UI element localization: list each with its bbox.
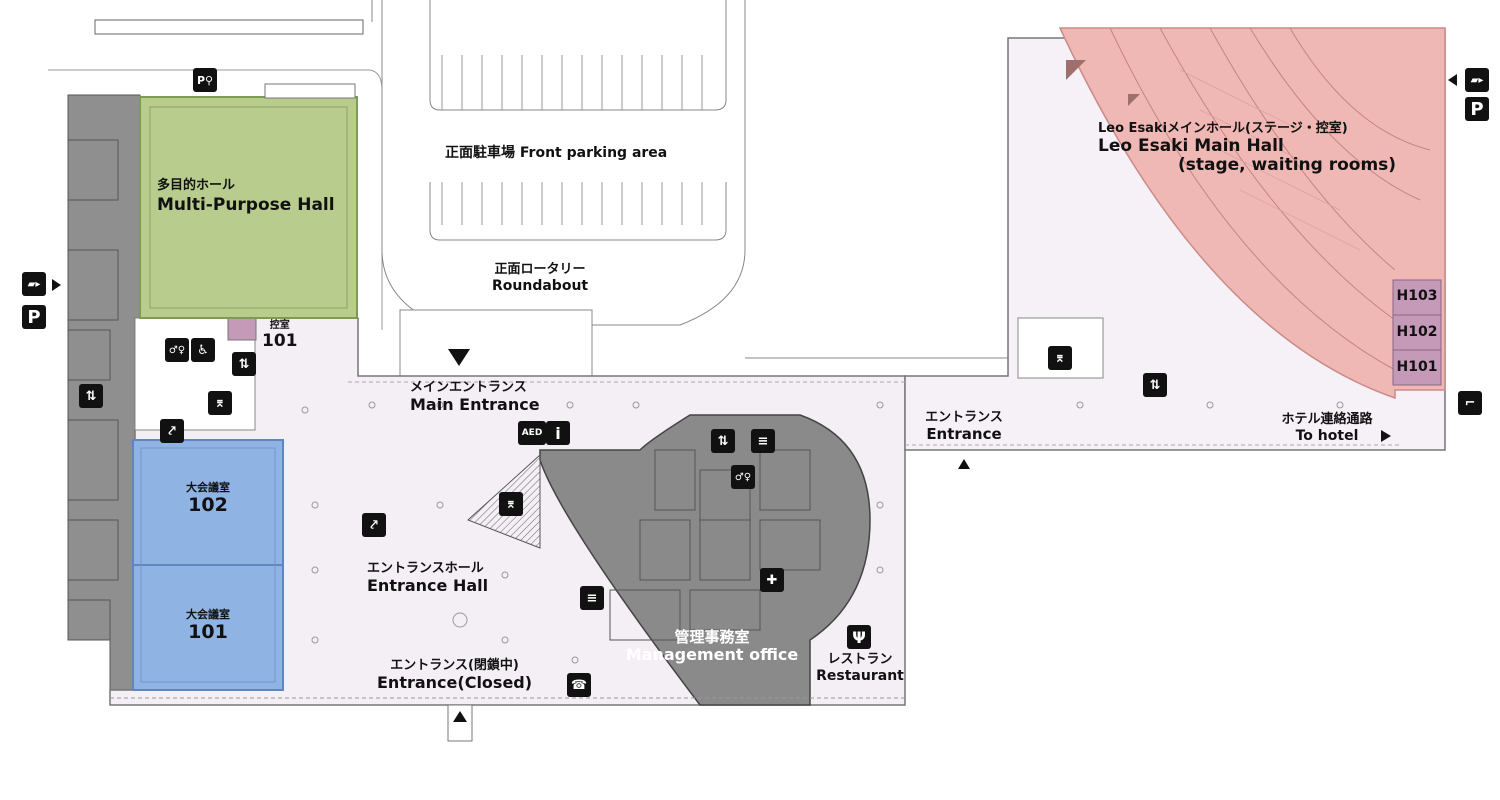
- stairs-icon-east: ⌆: [1048, 346, 1072, 370]
- toilet-icon-west: ♂♀: [165, 338, 189, 362]
- vending-icon: ≡: [751, 429, 775, 453]
- truck-icon: ▰▸: [22, 272, 46, 296]
- entrance-closed-label: エントランス(閉鎖中) Entrance(Closed): [377, 658, 533, 692]
- to-hotel-en: To hotel: [1295, 427, 1359, 444]
- east-entrance-jp: エントランス: [925, 410, 1003, 425]
- roundabout-en: Roundabout: [492, 277, 589, 294]
- entrance-closed-jp: エントランス(閉鎖中): [390, 658, 519, 673]
- parking-icon: P: [22, 305, 46, 329]
- leo-esaki-main-hall-label: Leo Esakiメインホール(ステージ・控室) Leo Esaki Main …: [1098, 121, 1397, 176]
- waiting-room-num: 101: [262, 330, 298, 351]
- conference-102-jp: 大会議室: [186, 481, 230, 494]
- elevator-icon-office: ⇅: [711, 429, 735, 453]
- aed-icon: AED: [518, 421, 546, 445]
- restaurant-label: レストラン Restaurant: [814, 652, 906, 684]
- front-parking-area: [429, 0, 727, 111]
- east-entrance-arrow: [958, 459, 970, 469]
- multi-purpose-hall-jp: 多目的ホール: [157, 178, 236, 193]
- management-office-area: [539, 414, 871, 706]
- truck-icon-east: ▰▸: [1465, 68, 1489, 92]
- closed-entrance-arrow: [453, 711, 467, 722]
- bicycle-parking-icon: P⚲: [193, 68, 217, 92]
- conference-101-jp: 大会議室: [186, 608, 230, 621]
- toilet-icon-office: ♂♀: [731, 465, 755, 489]
- west-truck-arrow: [52, 279, 61, 291]
- management-office-jp: 管理事務室: [674, 628, 750, 646]
- entrance-hall-en: Entrance Hall: [367, 575, 489, 595]
- multi-purpose-hall-label: 多目的ホール Multi-Purpose Hall: [157, 178, 335, 215]
- document-icon: ≡: [580, 586, 604, 610]
- roundabout-label: 正面ロータリー Roundabout: [492, 262, 589, 294]
- parking-icon-east: P: [1465, 97, 1489, 121]
- main-hall-en-1: Leo Esaki Main Hall: [1098, 135, 1284, 156]
- main-hall-jp: Leo Esakiメインホール(ステージ・控室): [1098, 121, 1348, 136]
- main-hall-en-2: (stage, waiting rooms): [1178, 155, 1397, 176]
- east-entrance-en: Entrance: [926, 424, 1002, 443]
- telephone-icon: ☎: [567, 673, 591, 697]
- information-icon: i: [546, 421, 570, 445]
- multi-purpose-hall-en: Multi-Purpose Hall: [157, 194, 335, 215]
- room-h103: H103: [1396, 288, 1438, 304]
- restaurant-icon: Ψ: [847, 625, 871, 649]
- restaurant-jp: レストラン: [827, 652, 893, 667]
- elevator-icon: ⇅: [232, 352, 256, 376]
- stairs-icon-center: ⌆: [499, 492, 523, 516]
- smoking-area-icon: ⌐: [1458, 391, 1482, 415]
- leo-esaki-main-hall-area: [1058, 27, 1446, 400]
- main-entrance-jp: メインエントランス: [410, 380, 527, 395]
- stairs-up-icon: ⤤: [160, 419, 184, 443]
- multi-purpose-hall-area: [139, 96, 358, 319]
- conference-room-102-area: [132, 439, 284, 566]
- to-hotel-label: ホテル連絡通路 To hotel: [1272, 412, 1382, 444]
- room-h101: H101: [1396, 359, 1438, 375]
- entrance-hall-label: エントランスホール Entrance Hall: [367, 561, 489, 595]
- management-office-label: 管理事務室 Management office: [620, 628, 804, 665]
- roundabout-jp: 正面ロータリー: [494, 262, 586, 277]
- entrance-closed-en: Entrance(Closed): [377, 672, 533, 692]
- elevator-icon-east: ⇅: [1143, 373, 1167, 397]
- conference-101-num: 101: [188, 620, 228, 643]
- conference-102-num: 102: [188, 493, 228, 516]
- wheelchair-icon: ♿: [191, 338, 215, 362]
- main-entrance-en: Main Entrance: [410, 394, 540, 414]
- east-truck-arrow: [1448, 74, 1457, 86]
- waiting-room-101-label: 控室 101: [262, 320, 298, 351]
- conference-room-102-label: 大会議室 102: [168, 481, 248, 516]
- elevator-icon-west: ⇅: [79, 384, 103, 408]
- escalator-icon: ⤤: [362, 513, 386, 537]
- to-hotel-arrow: [1381, 430, 1391, 442]
- front-parking-label: 正面駐車場 Front parking area: [445, 145, 668, 161]
- nursing-room-icon: ✚: [760, 568, 784, 592]
- stairs-icon-west: ⌆: [208, 391, 232, 415]
- management-office-en: Management office: [625, 645, 799, 665]
- main-entrance-arrow: [448, 349, 470, 366]
- east-entrance-label: エントランス Entrance: [922, 410, 1006, 443]
- room-h102: H102: [1396, 324, 1438, 340]
- waiting-room-jp: 控室: [269, 320, 290, 331]
- main-entrance-label: メインエントランス Main Entrance: [410, 380, 540, 414]
- entrance-hall-jp: エントランスホール: [367, 561, 484, 576]
- conference-room-101-area: [132, 564, 284, 691]
- conference-room-101-label: 大会議室 101: [168, 608, 248, 643]
- to-hotel-jp: ホテル連絡通路: [1281, 412, 1373, 427]
- restaurant-en: Restaurant: [816, 667, 904, 684]
